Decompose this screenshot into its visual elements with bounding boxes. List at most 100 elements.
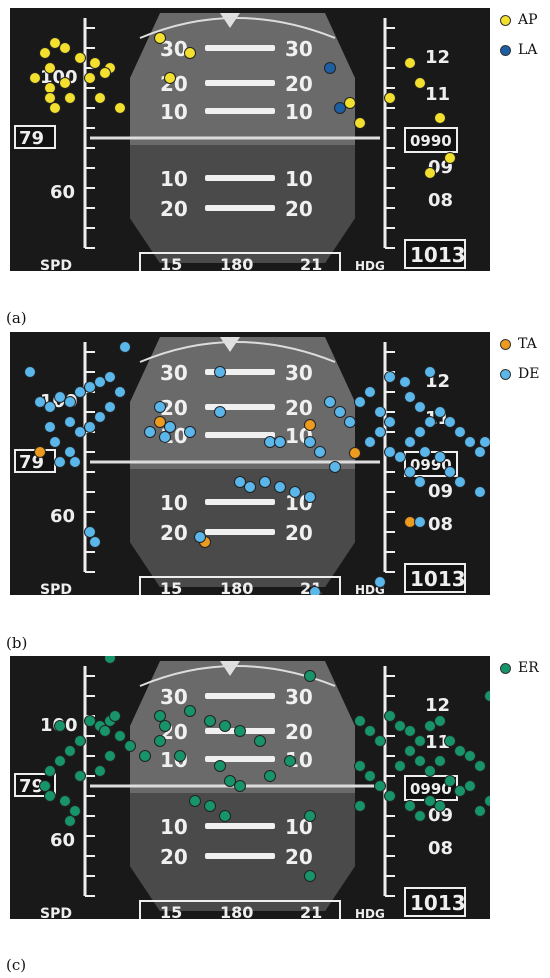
- point-er: [74, 735, 86, 747]
- point-ap: [94, 92, 106, 104]
- point-de: [64, 446, 76, 458]
- point-de: [84, 421, 96, 433]
- point-de: [114, 386, 126, 398]
- point-de: [384, 416, 396, 428]
- point-ap: [344, 97, 356, 109]
- point-ap: [39, 47, 51, 59]
- point-er: [354, 800, 366, 812]
- point-de: [84, 381, 96, 393]
- pitch-bar: [205, 205, 275, 211]
- point-de: [119, 341, 131, 353]
- roll-pointer: [220, 337, 240, 352]
- panel-label: (a): [6, 309, 27, 327]
- point-ap: [49, 102, 61, 114]
- point-de: [444, 416, 456, 428]
- point-de: [384, 371, 396, 383]
- point-er: [374, 735, 386, 747]
- point-er: [414, 755, 426, 767]
- point-de: [414, 476, 426, 488]
- legend-label: AP: [518, 12, 538, 28]
- point-er: [464, 750, 476, 762]
- spd-label: SPD: [40, 582, 72, 595]
- point-de: [434, 406, 446, 418]
- pitch-label-left: 10: [160, 100, 188, 124]
- pitch-bar: [205, 499, 275, 505]
- point-er: [374, 780, 386, 792]
- point-er: [219, 810, 231, 822]
- point-de: [54, 456, 66, 468]
- point-ta: [404, 516, 416, 528]
- pitch-bar: [205, 45, 275, 51]
- point-de: [49, 436, 61, 448]
- pitch-label-left: 10: [160, 815, 188, 839]
- heading-label-180: 180: [220, 903, 253, 919]
- point-de: [424, 366, 436, 378]
- point-ap: [354, 117, 366, 129]
- point-de: [334, 406, 346, 418]
- point-er: [354, 760, 366, 772]
- point-er: [474, 805, 486, 817]
- point-de: [244, 481, 256, 493]
- point-er: [44, 765, 56, 777]
- roll-pointer: [220, 13, 240, 28]
- pitch-label-right: 30: [285, 685, 313, 709]
- series-er: [39, 656, 490, 882]
- point-ap: [114, 102, 126, 114]
- legend-label: DE: [518, 366, 540, 382]
- point-de: [214, 406, 226, 418]
- point-er: [444, 775, 456, 787]
- point-de: [259, 476, 271, 488]
- pfd-panel-3: 303020201010101020201006079SPD1211090809…: [10, 656, 490, 919]
- point-de: [159, 431, 171, 443]
- point-ap: [404, 57, 416, 69]
- point-de: [364, 436, 376, 448]
- point-er: [444, 735, 456, 747]
- pitch-bar: [205, 756, 275, 762]
- point-er: [219, 720, 231, 732]
- pitch-bar: [205, 529, 275, 535]
- point-er: [64, 815, 76, 827]
- point-ap: [184, 47, 196, 59]
- baro-value: 1013: [410, 567, 466, 591]
- series-ta: [34, 416, 416, 548]
- pitch-bar: [205, 823, 275, 829]
- point-de: [274, 436, 286, 448]
- point-de: [324, 396, 336, 408]
- point-er: [414, 810, 426, 822]
- legend-marker: [500, 662, 511, 674]
- point-er: [109, 710, 121, 722]
- baro-value: 1013: [410, 891, 466, 915]
- point-er: [104, 656, 116, 664]
- point-de: [399, 376, 411, 388]
- alt-label-11: 11: [425, 732, 450, 753]
- point-de: [464, 436, 476, 448]
- point-ta: [349, 447, 361, 459]
- point-de: [84, 526, 96, 538]
- point-ap: [176, 270, 184, 271]
- pitch-bar: [205, 432, 275, 438]
- point-er: [189, 795, 201, 807]
- point-er: [364, 725, 376, 737]
- point-er: [39, 780, 51, 792]
- pitch-label-left: 10: [160, 167, 188, 191]
- point-ap: [29, 72, 41, 84]
- point-de: [454, 476, 466, 488]
- point-er: [434, 800, 446, 812]
- point-er: [394, 760, 406, 772]
- speed-label-60: 60: [50, 182, 75, 203]
- point-de: [419, 446, 431, 458]
- point-de: [414, 426, 426, 438]
- point-de: [164, 421, 176, 433]
- pitch-label-left: 20: [160, 845, 188, 869]
- point-de: [364, 386, 376, 398]
- speed-label-79: 79: [19, 776, 44, 797]
- point-er: [84, 715, 96, 727]
- point-de: [474, 446, 486, 458]
- alt-label-08: 08: [428, 514, 453, 535]
- point-de: [89, 536, 101, 548]
- point-de: [24, 366, 36, 378]
- speed-box: [14, 125, 56, 149]
